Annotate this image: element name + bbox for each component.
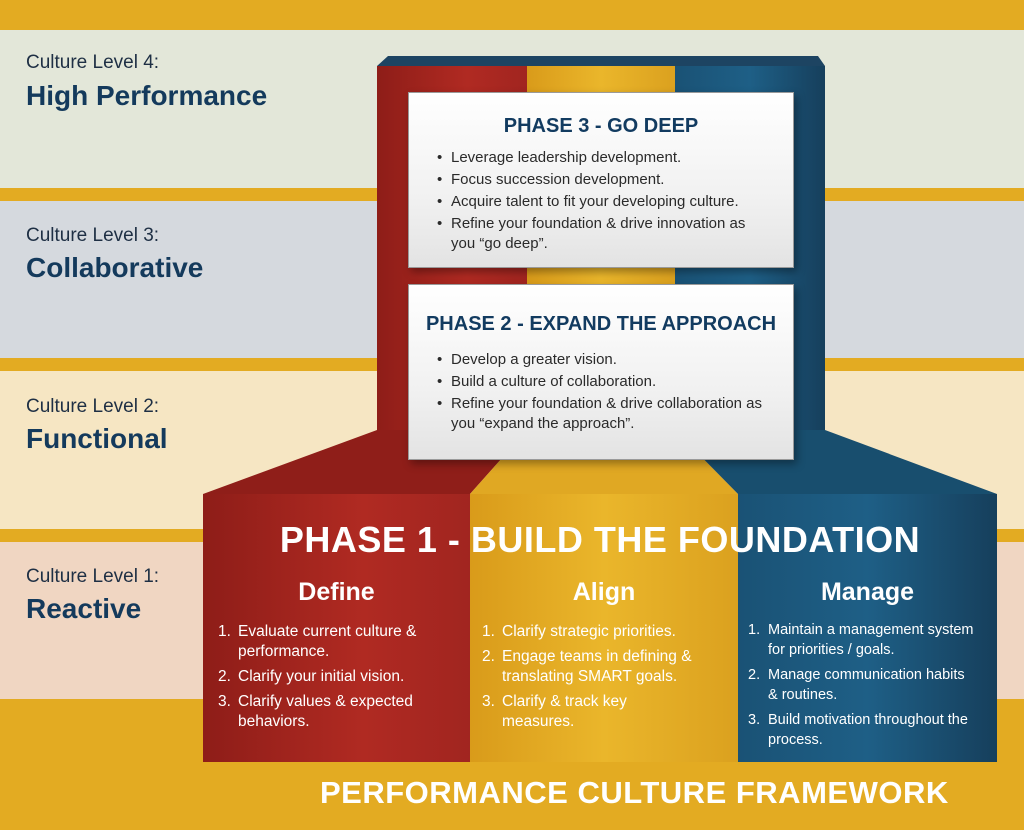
base-gold: [470, 494, 738, 762]
phase-3-item: •Leverage leadership development.: [437, 149, 682, 166]
phase-3-item: •Acquire talent to fit your developing c…: [437, 193, 739, 210]
align-item: 2.Engage teams in defining & translating…: [482, 648, 692, 685]
bullet-icon: •: [437, 149, 443, 166]
phase-2-item: •Build a culture of collaboration.: [437, 373, 657, 390]
phase-3-card: PHASE 3 - GO DEEP •Leverage leadership d…: [408, 92, 794, 268]
bullet-icon: •: [437, 193, 443, 210]
level-1-caption: Culture Level 1:: [26, 566, 160, 587]
phase-3-item: •Refine your foundation & drive innovati…: [437, 215, 746, 252]
phase-3-list: •Leverage leadership development. •Focus…: [437, 148, 777, 254]
bullet-icon: •: [437, 395, 443, 412]
manage-heading: Manage: [820, 578, 915, 606]
level-2-name: Functional: [26, 423, 168, 454]
base-red: [203, 494, 470, 762]
manage-item: 2.Manage communication habits & routines…: [748, 667, 965, 703]
phase-2-list: •Develop a greater vision. •Build a cult…: [437, 350, 782, 434]
align-item: 3.Clarify & track key measures.: [482, 693, 627, 730]
align-heading: Align: [572, 578, 636, 606]
phase-2-item: •Develop a greater vision.: [437, 351, 617, 368]
define-item: 3.Clarify values & expected behaviors.: [218, 693, 413, 730]
manage-list: 1.Maintain a management system for prior…: [748, 620, 988, 755]
bullet-icon: •: [437, 171, 443, 188]
define-list: 1.Evaluate current culture & performance…: [218, 622, 454, 737]
level-4-name: High Performance: [26, 80, 268, 111]
define-heading: Define: [298, 578, 375, 606]
level-3-caption: Culture Level 3:: [26, 225, 160, 246]
manage-item: 1.Maintain a management system for prior…: [748, 622, 974, 658]
phase-2-title: PHASE 2 - EXPAND THE APPROACH: [425, 313, 777, 335]
phase-3-title: PHASE 3 - GO DEEP: [503, 115, 699, 137]
phase-2-card: PHASE 2 - EXPAND THE APPROACH •Develop a…: [408, 284, 794, 460]
bullet-icon: •: [437, 351, 443, 368]
framework-title: PERFORMANCE CULTURE FRAMEWORK: [320, 775, 949, 810]
level-2-caption: Culture Level 2:: [26, 396, 160, 417]
bullet-icon: •: [437, 215, 443, 232]
tower-roof: [377, 56, 825, 66]
align-item: 1.Clarify strategic priorities.: [482, 623, 676, 640]
define-item: 2.Clarify your initial vision.: [218, 668, 405, 685]
level-3-name: Collaborative: [26, 252, 204, 283]
base-blue: [738, 494, 997, 762]
phase-2-item: •Refine your foundation & drive collabor…: [437, 395, 763, 432]
define-item: 1.Evaluate current culture & performance…: [218, 623, 417, 660]
phase-1-title: PHASE 1 - BUILD THE FOUNDATION: [279, 519, 921, 560]
phase-3-item: •Focus succession development.: [437, 171, 665, 188]
manage-item: 3.Build motivation throughout the proces…: [748, 712, 968, 748]
level-1-name: Reactive: [26, 593, 142, 624]
level-4-caption: Culture Level 4:: [26, 52, 160, 73]
bullet-icon: •: [437, 373, 443, 390]
align-list: 1.Clarify strategic priorities. 2.Engage…: [482, 622, 727, 737]
